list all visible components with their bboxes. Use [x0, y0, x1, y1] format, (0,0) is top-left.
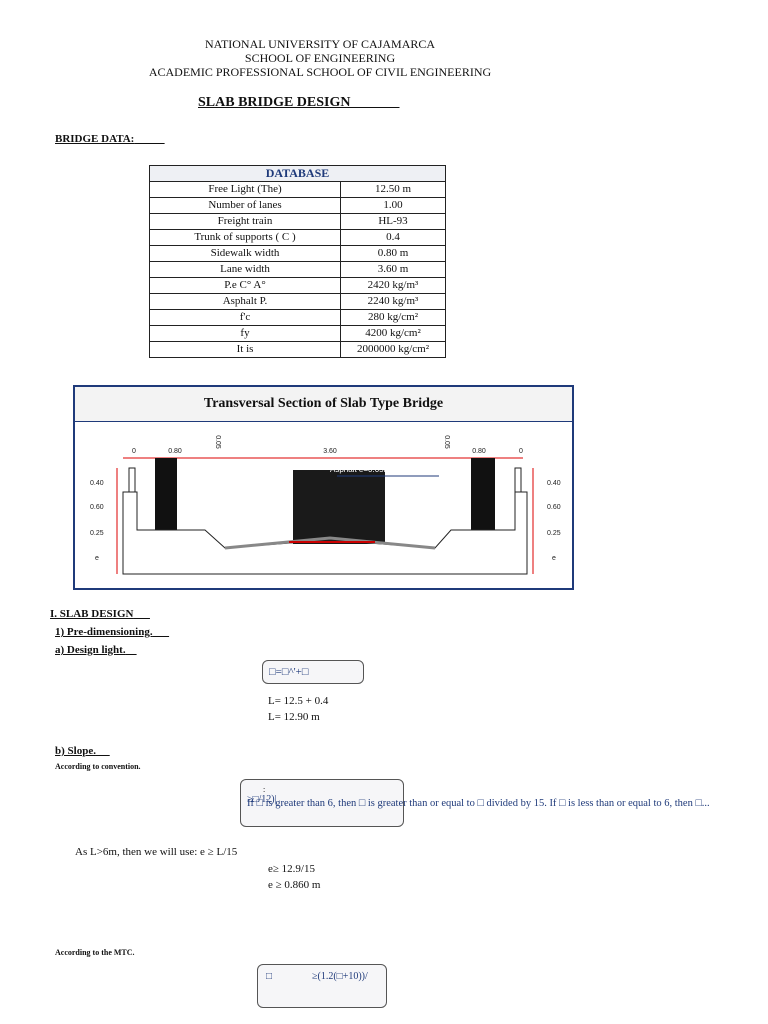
- design-light-formula: □=□^'+□: [262, 660, 364, 684]
- dim-top-3: 0.80: [472, 448, 486, 455]
- dim-right-1: 0.60: [547, 504, 561, 511]
- pedestrian-right-icon: [471, 458, 495, 530]
- row-label: It is: [149, 341, 341, 358]
- table-row: Free Light (The)12.50 m: [149, 181, 446, 198]
- dim-right-0: 0.40: [547, 480, 561, 487]
- car-icon: [293, 470, 385, 544]
- row-value: 0.4: [340, 229, 446, 246]
- page-title: SLAB BRIDGE DESIGN: [198, 95, 351, 110]
- dim-left-1: 0.60: [90, 504, 104, 511]
- dim-left-3: e: [95, 555, 99, 562]
- row-label: Asphalt P.: [149, 293, 341, 310]
- row-value: 4200 kg/cm²: [340, 325, 446, 342]
- design-light-calc-1: L= 12.5 + 0.4: [268, 695, 329, 707]
- database-title: DATABASE: [149, 165, 446, 182]
- slope-formula-description: If □ is greater than 6, then □ is greate…: [247, 798, 710, 809]
- mtc-formula: □ ≥(1.2(□+10))/: [257, 964, 387, 1008]
- table-row: P.e C° A°2420 kg/m³: [149, 277, 446, 294]
- dim-top-2: 3.60: [323, 448, 337, 455]
- row-value: 280 kg/cm²: [340, 309, 446, 326]
- university-name: NATIONAL UNIVERSITY OF CAJAMARCA: [204, 37, 436, 51]
- dim-small-right: 0.05: [443, 435, 450, 449]
- row-value: HL-93: [340, 213, 446, 230]
- mtc-bullet: According to the MTC.: [55, 948, 135, 957]
- row-value: 3.60 m: [340, 261, 446, 278]
- dim-left-0: 0.40: [90, 480, 104, 487]
- cross-section-diagram: Transversal Section of Slab Type Bridge …: [73, 385, 574, 590]
- dim-top-0: 0: [132, 448, 136, 455]
- slab-outline: [122, 491, 528, 575]
- row-value: 2420 kg/m³: [340, 277, 446, 294]
- dim-top-1: 0.80: [168, 448, 182, 455]
- row-label: P.e C° A°: [149, 277, 341, 294]
- slope-formula-bottom: ≥□/12)|: [247, 794, 277, 805]
- mtc-formula-right: ≥(1.2(□+10))/: [312, 971, 368, 982]
- row-label: Number of lanes: [149, 197, 341, 214]
- table-row: Trunk of supports ( C )0.4: [149, 229, 446, 246]
- mtc-formula-left: □: [266, 971, 273, 982]
- row-value: 12.50 m: [340, 181, 446, 198]
- slab-design-heading: I. SLAB DESIGN: [50, 608, 134, 620]
- dim-right-2: 0.25: [547, 530, 561, 537]
- dim-right-3: e: [552, 555, 556, 562]
- row-label: Sidewalk width: [149, 245, 341, 262]
- dim-small-left: 0.05: [214, 435, 221, 449]
- row-value: 0.80 m: [340, 245, 446, 262]
- convention-bullet: According to convention.: [55, 762, 141, 771]
- design-light-calc-2: L= 12.90 m: [268, 711, 320, 723]
- row-label: f'c: [149, 309, 341, 326]
- slope-formula: : ≥□/12)|: [240, 779, 404, 827]
- bridge-data-label: BRIDGE DATA:: [55, 133, 135, 145]
- academic-school-name: ACADEMIC PROFESSIONAL SCHOOL OF CIVIL EN…: [148, 65, 492, 79]
- cross-section-drawing: 0 0.80 3.60 0.80 0 0.05 0.05 Asphalt e=0…: [90, 435, 561, 575]
- row-label: fy: [149, 325, 341, 342]
- slope-condition-text: As L>6m, then we will use: e ≥ L/15: [75, 846, 238, 858]
- row-value: 1.00: [340, 197, 446, 214]
- row-value: 2240 kg/m³: [340, 293, 446, 310]
- railing-post-right-icon: [514, 467, 522, 493]
- slope-calc-2: e ≥ 0.860 m: [268, 879, 321, 891]
- table-row: Asphalt P.2240 kg/m³: [149, 293, 446, 310]
- row-label: Free Light (The): [149, 181, 341, 198]
- row-value: 2000000 kg/cm²: [340, 341, 446, 358]
- slope-formula-top: :: [263, 785, 266, 794]
- design-light-heading: a) Design light.: [55, 644, 126, 656]
- railing-post-left-icon: [128, 467, 136, 493]
- dim-top-4: 0: [519, 448, 523, 455]
- asphalt-layer: [224, 536, 436, 550]
- design-light-formula-text: □=□^'+□: [269, 666, 309, 678]
- row-label: Trunk of supports ( C ): [149, 229, 341, 246]
- row-label: Lane width: [149, 261, 341, 278]
- diagram-title: Transversal Section of Slab Type Bridge: [75, 387, 572, 422]
- pre-dimensioning-heading: 1) Pre-dimensioning.: [55, 626, 153, 638]
- database-table: DATABASE Free Light (The)12.50 m Number …: [149, 165, 446, 358]
- row-label: Freight train: [149, 213, 341, 230]
- slope-calc-1: e≥ 12.9/15: [268, 863, 315, 875]
- dim-left-2: 0.25: [90, 530, 104, 537]
- school-name: SCHOOL OF ENGINEERING: [244, 51, 396, 65]
- slope-heading: b) Slope.: [55, 745, 96, 757]
- asphalt-label: Asphalt e=0.05m: [330, 465, 391, 474]
- pedestrian-left-icon: [155, 458, 177, 530]
